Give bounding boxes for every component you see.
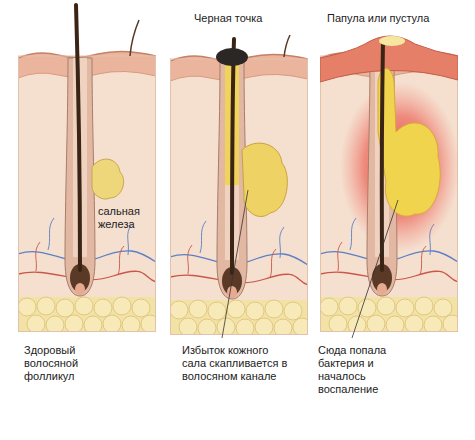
fine-hair (284, 35, 290, 57)
enlarged-gland (242, 143, 287, 216)
sebaceous-gland (92, 159, 124, 199)
panel-caption: Избыток кожного сала скапливается в воло… (182, 344, 294, 383)
pus (378, 69, 440, 217)
blackhead-panel (170, 35, 311, 337)
hair-shaft (232, 39, 234, 273)
healthy-skin-panel (18, 5, 159, 334)
leader-line (222, 190, 248, 338)
hair-shaft (382, 40, 383, 270)
panel-caption: Здоровый волосяной фолликул (24, 344, 99, 383)
black-plug (216, 48, 248, 66)
panel-heading: Черная точка (192, 12, 264, 25)
fine-hair (130, 20, 139, 56)
panel-caption: Сюда попала бактерия и началось воспален… (318, 344, 390, 396)
skin-layers (320, 51, 458, 332)
skin-layers (170, 54, 308, 335)
hair-shaft (76, 5, 80, 270)
part-label: сальная железа (98, 205, 148, 231)
pustule-head (379, 36, 405, 46)
skin-layers (18, 51, 156, 332)
pustule-panel (320, 36, 461, 334)
leader-line (352, 200, 398, 338)
panel-heading: Папула или пустула (325, 12, 431, 25)
